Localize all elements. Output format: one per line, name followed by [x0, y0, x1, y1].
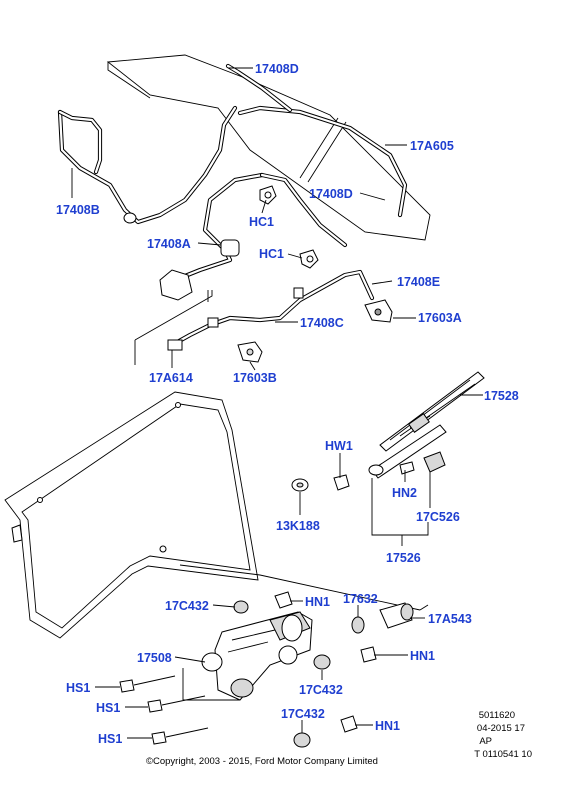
jet-17603A [364, 299, 393, 323]
clip-HC1 [259, 185, 319, 269]
callout-HS1-third[interactable]: HS1 [98, 732, 122, 746]
callout-13K188[interactable]: 13K188 [276, 519, 320, 533]
roof-panel-outline [106, 54, 431, 241]
callout-HS1[interactable]: HS1 [66, 681, 90, 695]
wiper-arm-17526 [368, 424, 447, 479]
leader-lines [71, 67, 483, 739]
meta-region: AP [479, 736, 492, 747]
meta-illustration-number: 5011620 [479, 710, 515, 721]
nut-HN1 [274, 591, 377, 733]
callout-17408D[interactable]: 17408D [255, 62, 299, 76]
callout-17A614[interactable]: 17A614 [149, 371, 193, 385]
callout-17603B[interactable]: 17603B [233, 371, 277, 385]
callout-17408D-mid[interactable]: 17408D [309, 187, 353, 201]
diagram-metadata: 5011620 04-2015 17 AP T 0110541 10 ©Copy… [146, 710, 532, 767]
bushing-17C432 [233, 600, 331, 748]
motor-outline-box [179, 564, 429, 701]
hose-17408D [225, 63, 408, 218]
callout-17528[interactable]: 17528 [484, 389, 519, 403]
callout-17408A[interactable]: 17408A [147, 237, 191, 251]
callout-17C432-third[interactable]: 17C432 [281, 707, 325, 721]
callout-HN1-third[interactable]: HN1 [375, 719, 400, 733]
liftgate-glass [4, 391, 259, 639]
grommet-13K188 [291, 478, 309, 492]
callout-HN1-second[interactable]: HN1 [410, 649, 435, 663]
nut-HW1 [333, 474, 350, 491]
copyright-notice: ©Copyright, 2003 - 2015, Ford Motor Comp… [146, 756, 378, 767]
meta-date: 04-2015 17 [477, 723, 525, 734]
callout-17508[interactable]: 17508 [137, 651, 172, 665]
callout-labels: 17408D 17A605 17408B 17408D HC1 17408A H… [56, 62, 519, 746]
callout-HW1[interactable]: HW1 [325, 439, 353, 453]
callout-HS1-second[interactable]: HS1 [96, 701, 120, 715]
callout-17632[interactable]: 17632 [343, 592, 378, 606]
screws-HS1 [119, 675, 209, 745]
callout-HC1[interactable]: HC1 [249, 215, 274, 229]
callout-HC1-second[interactable]: HC1 [259, 247, 284, 261]
jet-17603B [237, 341, 263, 363]
seal-17632 [351, 616, 365, 634]
callout-17603A[interactable]: 17603A [418, 311, 462, 325]
callout-17C526[interactable]: 17C526 [416, 510, 460, 524]
wiper-motor-17508 [201, 611, 313, 701]
callout-17408C[interactable]: 17408C [300, 316, 344, 330]
cap-17A543 [379, 602, 414, 629]
meta-reference: T 0110541 10 [474, 749, 532, 760]
callout-HN1[interactable]: HN1 [305, 595, 330, 609]
hose-17408A [159, 172, 348, 301]
callout-HN2[interactable]: HN2 [392, 486, 417, 500]
callout-17A543[interactable]: 17A543 [428, 612, 472, 626]
callout-17526[interactable]: 17526 [386, 551, 421, 565]
callout-17C432-second[interactable]: 17C432 [299, 683, 343, 697]
callout-17408E[interactable]: 17408E [397, 275, 440, 289]
hose-17408E-C [134, 269, 375, 365]
wiper-blade-17528 [379, 371, 485, 452]
callout-17A605[interactable]: 17A605 [410, 139, 454, 153]
hose-17408B [57, 105, 238, 225]
callout-17C432[interactable]: 17C432 [165, 599, 209, 613]
callout-17408B[interactable]: 17408B [56, 203, 100, 217]
